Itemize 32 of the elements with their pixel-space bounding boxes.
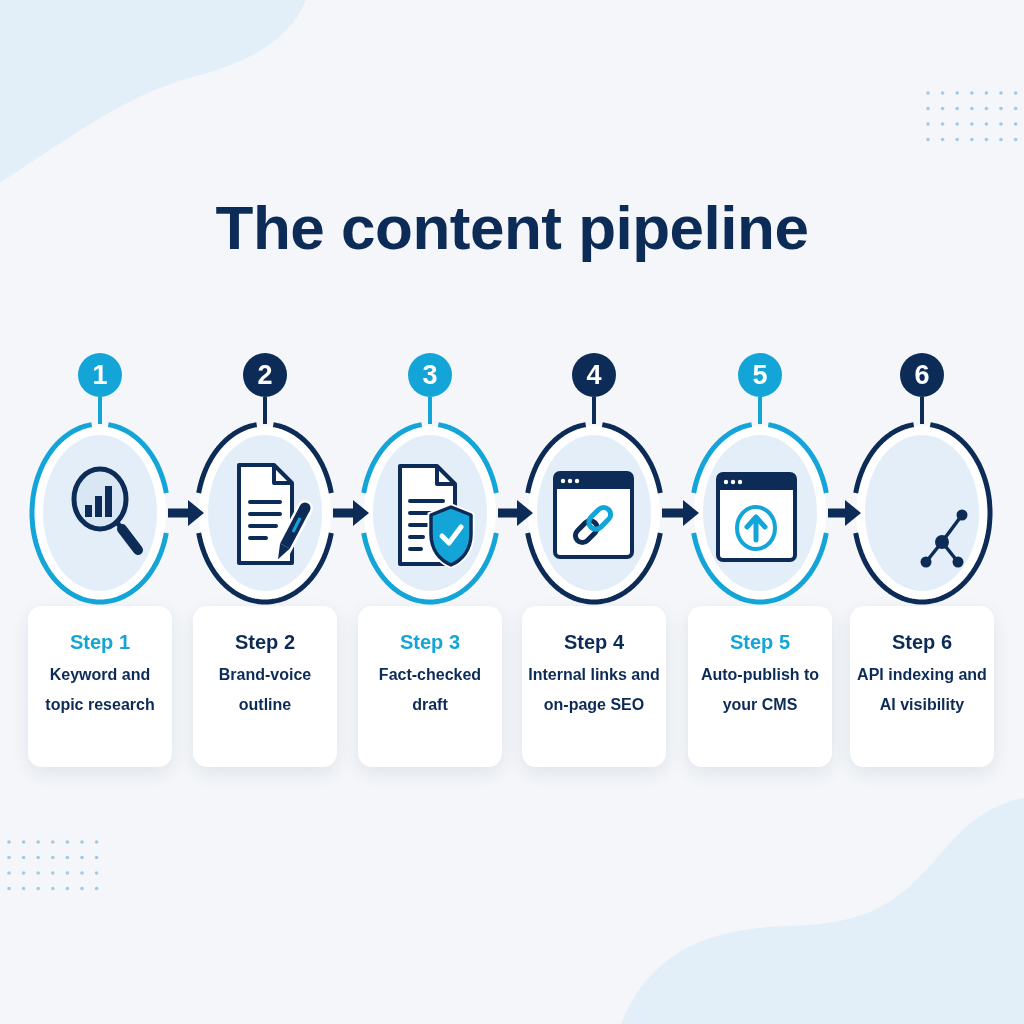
connector-line — [592, 397, 596, 424]
connector-line — [758, 397, 762, 424]
connector-line — [263, 397, 267, 424]
step-card — [358, 606, 502, 767]
step-description: Internal links and on-page SEO — [527, 665, 661, 715]
step-card — [193, 606, 337, 767]
number-badge: 4 — [572, 353, 616, 397]
connector-line — [428, 397, 432, 424]
arrow — [828, 500, 861, 526]
step-heading: Step 5 — [730, 630, 790, 655]
number-badge: 5 — [738, 353, 782, 397]
step-card — [688, 606, 832, 767]
step-heading: Step 1 — [70, 630, 130, 655]
step-card — [28, 606, 172, 767]
title: The content pipeline — [215, 192, 809, 264]
number-badge: 3 — [408, 353, 452, 397]
step-description: API indexing and AI visibility — [856, 665, 988, 715]
step-description: Brand-voice outline — [217, 665, 313, 715]
step-heading: Step 4 — [564, 630, 624, 655]
step-card — [850, 606, 994, 767]
number-badge: 6 — [900, 353, 944, 397]
connector-line — [98, 397, 102, 424]
connector-line — [920, 397, 924, 424]
step-description: Keyword and topic research — [44, 665, 156, 715]
number-badge: 1 — [78, 353, 122, 397]
step-description: Fact-checked draft — [377, 665, 483, 715]
step-card — [522, 606, 666, 767]
step-heading: Step 2 — [235, 630, 295, 655]
number-badge: 2 — [243, 353, 287, 397]
step-heading: Step 6 — [892, 630, 952, 655]
step-heading: Step 3 — [400, 630, 460, 655]
step-description: Auto-publish to your CMS — [699, 665, 821, 715]
